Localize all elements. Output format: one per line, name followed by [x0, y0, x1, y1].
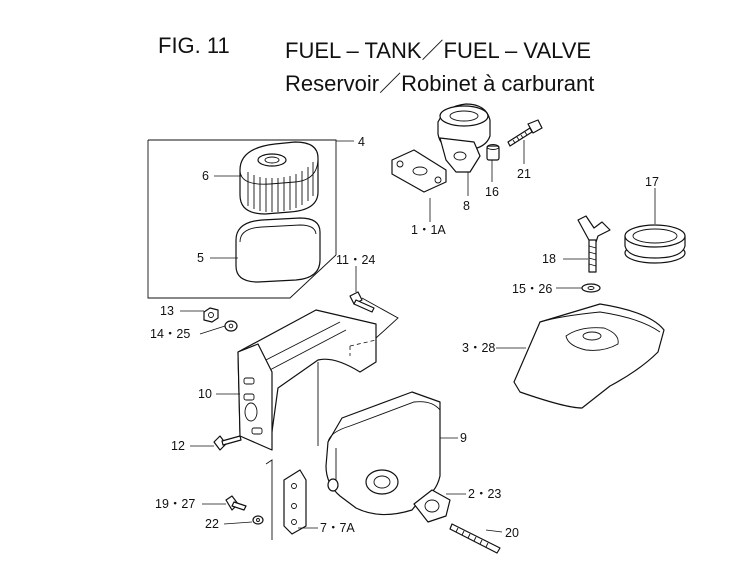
mount-plate-7	[283, 469, 307, 535]
callout-9: 9	[460, 431, 467, 445]
callout-21: 21	[517, 167, 531, 181]
callout-18: 18	[542, 252, 556, 266]
figure-number: FIG. 11	[158, 33, 230, 58]
pre-filter-band	[235, 217, 321, 283]
callout-22: 22	[205, 517, 219, 531]
fuel-valve-gasket	[391, 149, 447, 193]
callout-20: 20	[505, 526, 519, 540]
title-english: FUEL – TANK／FUEL – VALVE	[285, 38, 592, 63]
callout-3-28: 3・28	[462, 341, 495, 355]
fuel-valve-body	[437, 103, 491, 173]
callout-19-27: 19・27	[155, 497, 195, 511]
callout-6: 6	[202, 169, 209, 183]
bolt-19	[225, 495, 247, 511]
washer-22	[252, 515, 264, 525]
fuel-valve-collar-16	[486, 144, 500, 161]
callout-7-7a: 7・7A	[320, 521, 355, 535]
callout-5: 5	[197, 251, 204, 265]
callout-10: 10	[198, 387, 212, 401]
stud-bolt-20	[449, 523, 501, 554]
title-french: Reservoir／Robinet à carburant	[285, 71, 595, 96]
callout-15-26: 15・26	[512, 282, 552, 296]
callout-14-25: 14・25	[150, 327, 190, 341]
callout-16: 16	[485, 185, 499, 199]
callout-11-24: 11・24	[336, 253, 375, 267]
air-filter-element	[239, 141, 319, 215]
air-cleaner-group-box	[147, 139, 337, 299]
nut-13	[203, 307, 219, 323]
fuel-cap	[624, 224, 686, 264]
fuel-tank-gasket	[413, 489, 451, 523]
callout-13: 13	[160, 304, 174, 318]
bracket-alignment-lines	[361, 297, 399, 339]
callout-1-1a: 1・1A	[411, 223, 446, 237]
fuel-tank-shroud	[513, 303, 665, 409]
callout-4: 4	[358, 135, 365, 149]
fuel-tank-bracket	[237, 309, 377, 451]
fuel-tank	[325, 391, 441, 516]
bolt-12	[213, 435, 242, 451]
washer-14	[224, 320, 238, 332]
leader-lines	[180, 140, 656, 533]
bolt-11	[349, 291, 375, 313]
wing-bolt	[577, 215, 611, 273]
fuel-valve-bolt-21	[507, 119, 543, 147]
callout-2-23: 2・23	[468, 487, 501, 501]
callout-17: 17	[645, 175, 659, 189]
washer-15	[581, 283, 601, 293]
plate-side-line	[265, 459, 273, 540]
callout-12: 12	[171, 439, 185, 453]
callout-8: 8	[463, 199, 470, 213]
